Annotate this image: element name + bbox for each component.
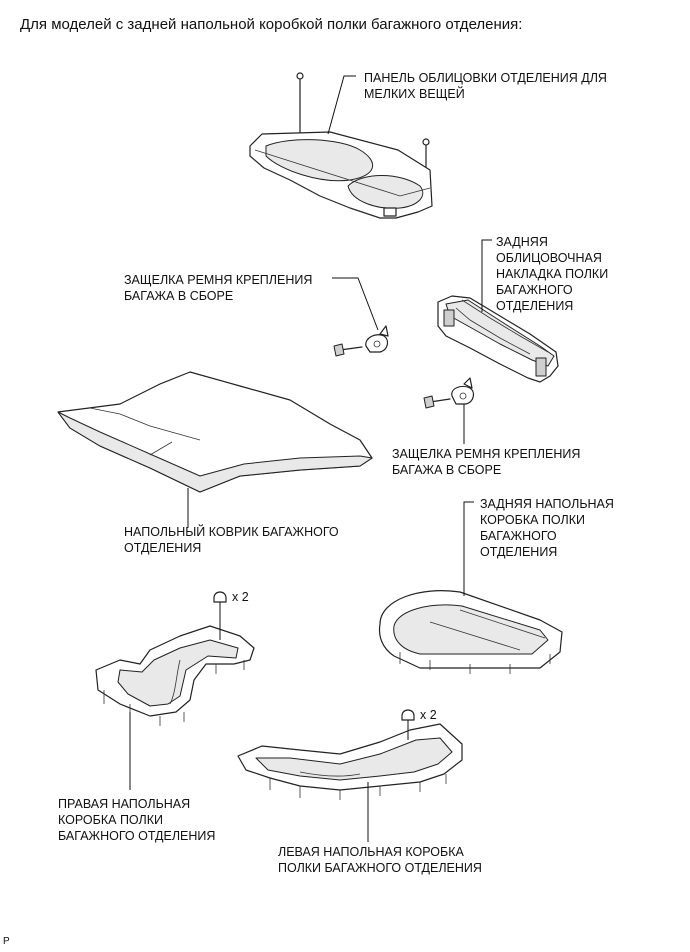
panel-part: [249, 72, 433, 219]
rear-floor-box-leader: [463, 501, 474, 596]
page-heading: Для моделей с задней напольной коробкой …: [20, 16, 523, 33]
rear-floor-box-part: [378, 590, 563, 674]
label-rear-floor-box: ЗАДНЯЯ НАПОЛЬНАЯ КОРОБКА ПОЛКИ БАГАЖНОГО…: [480, 497, 614, 559]
latch-bottom-part: [423, 377, 475, 409]
label-rear-trim: ЗАДНЯЯ ОБЛИЦОВОЧНАЯ НАКЛАДКА ПОЛКИ БАГАЖ…: [496, 235, 609, 313]
label-left-floor-box: ЛЕВАЯ НАПОЛЬНАЯ КОРОБКА ПОЛКИ БАГАЖНОГО …: [278, 845, 482, 875]
floor-mat-part: [57, 371, 373, 493]
rear-trim-leader: [481, 239, 492, 312]
qty-left-clip: x 2: [420, 708, 437, 722]
rear-trim-part: [437, 295, 559, 383]
left-floor-box-part: [237, 709, 463, 800]
label-latch-top: ЗАЩЕЛКА РЕМНЯ КРЕПЛЕНИЯ БАГАЖА В СБОРЕ: [124, 273, 313, 303]
label-latch-bottom: ЗАЩЕЛКА РЕМНЯ КРЕПЛЕНИЯ БАГАЖА В СБОРЕ: [392, 447, 581, 477]
figure-id: P: [3, 936, 10, 947]
label-right-floor-box: ПРАВАЯ НАПОЛЬНАЯ КОРОБКА ПОЛКИ БАГАЖНОГО…: [58, 797, 216, 843]
qty-right-clip: x 2: [232, 590, 249, 604]
label-panel: ПАНЕЛЬ ОБЛИЦОВКИ ОТДЕЛЕНИЯ ДЛЯ МЕЛКИХ ВЕ…: [364, 71, 607, 101]
right-floor-box-part: [95, 591, 255, 726]
label-floor-mat: НАПОЛЬНЫЙ КОВРИК БАГАЖНОГО ОТДЕЛЕНИЯ: [124, 525, 339, 555]
panel-leader: [327, 75, 356, 135]
latch-top-leader: [332, 277, 379, 331]
latch-top-part: [333, 325, 389, 357]
